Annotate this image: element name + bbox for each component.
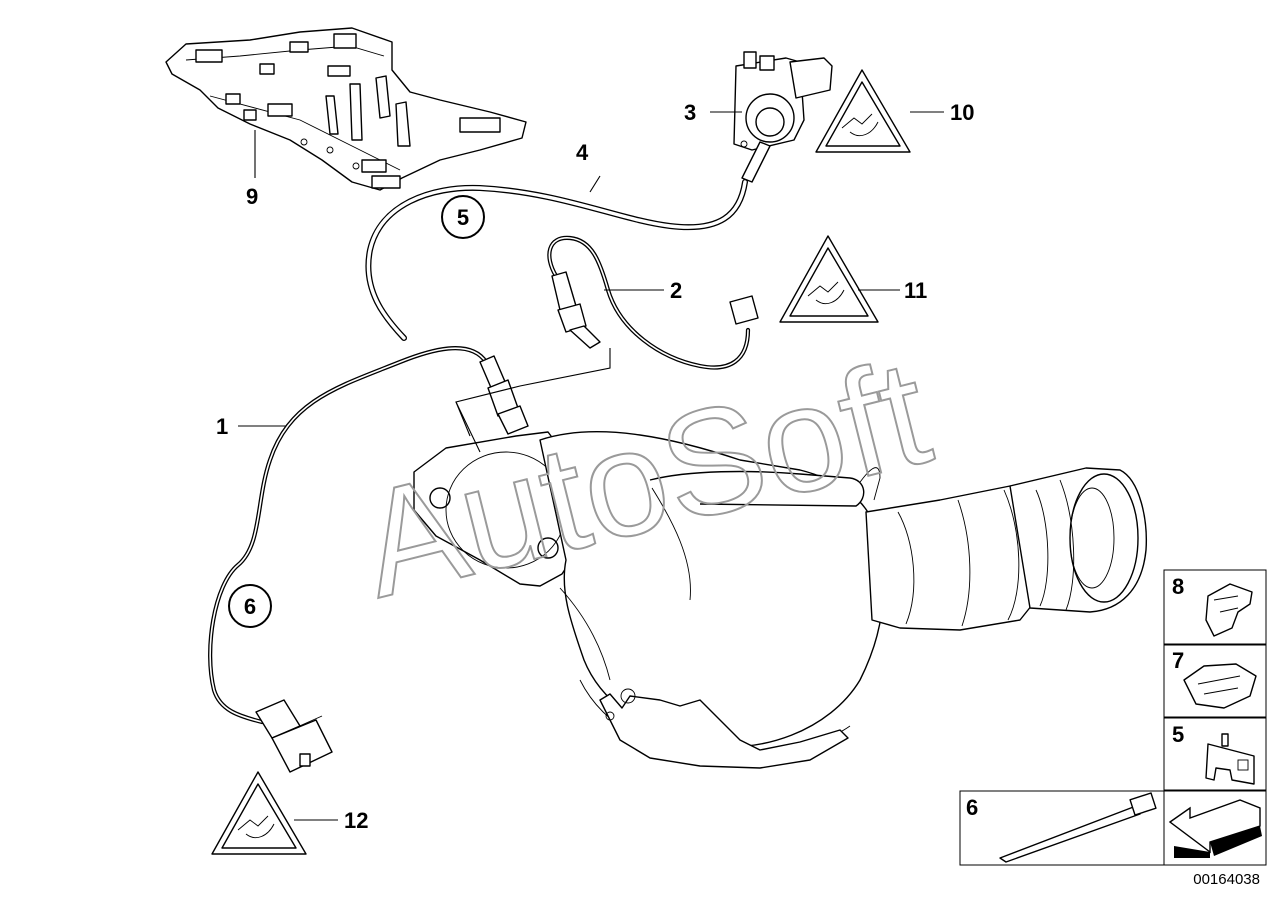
circled-reference-6: 6 bbox=[228, 584, 272, 628]
callout-9: 9 bbox=[246, 184, 258, 209]
clip-7-part bbox=[1183, 663, 1257, 709]
svg-text:5: 5 bbox=[457, 205, 469, 230]
connector-warning-triangle-10 bbox=[815, 69, 911, 153]
callout-12: 12 bbox=[344, 808, 368, 833]
panel-label-8: 8 bbox=[1172, 574, 1184, 599]
callout-1: 1 bbox=[216, 414, 228, 439]
clip-8-part bbox=[1205, 583, 1253, 637]
lambda-sensor-part bbox=[208, 346, 529, 773]
callout-3: 3 bbox=[684, 100, 696, 125]
arrow-icon bbox=[1168, 799, 1262, 858]
sensor-position-leaders bbox=[455, 348, 611, 453]
callout-11: 11 bbox=[904, 278, 927, 303]
control-unit-bracket-part bbox=[165, 27, 527, 191]
callout-leaders bbox=[238, 111, 944, 821]
pressure-sensor-part bbox=[733, 51, 833, 183]
catalytic-converter-part bbox=[413, 431, 1147, 769]
connector-warning-triangle-12 bbox=[211, 771, 307, 855]
panel-label-7: 7 bbox=[1172, 648, 1184, 673]
temperature-sensor-part bbox=[547, 235, 759, 370]
side-parts-panel: 8 7 5 6 bbox=[959, 569, 1267, 866]
svg-text:6: 6 bbox=[244, 594, 256, 619]
callout-10: 10 bbox=[950, 100, 974, 125]
callout-2: 2 bbox=[670, 278, 682, 303]
connector-warning-triangle-11 bbox=[779, 235, 879, 323]
bracket-5-part bbox=[1205, 733, 1255, 785]
callout-labels: 1 2 3 4 9 10 11 12 bbox=[216, 100, 974, 833]
panel-label-6: 6 bbox=[966, 795, 978, 820]
circled-reference-5: 5 bbox=[441, 195, 485, 239]
callout-4: 4 bbox=[576, 140, 589, 165]
cable-tie-6-part bbox=[999, 792, 1157, 863]
diagram-reference-number: 00164038 bbox=[1193, 871, 1260, 888]
panel-label-5: 5 bbox=[1172, 722, 1184, 747]
vacuum-hose-part bbox=[365, 179, 748, 341]
